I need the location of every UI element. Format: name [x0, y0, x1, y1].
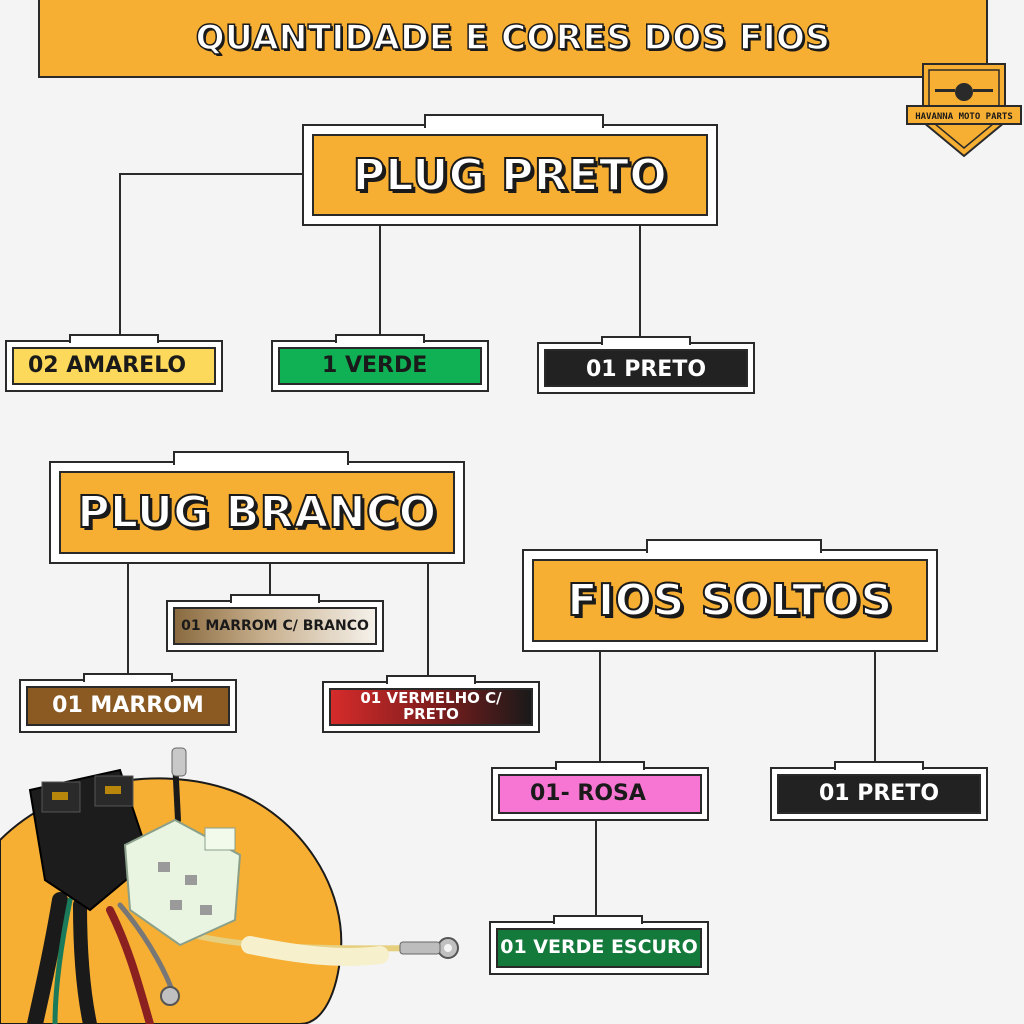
wire-marrom-branco: 01 MARROM C/ BRANCO: [166, 594, 384, 652]
wiring-harness-image: [0, 747, 459, 1024]
wire-marrom-branco-label: 01 MARROM C/ BRANCO: [181, 617, 369, 634]
wire-preto-2-label: 01 PRETO: [818, 781, 940, 807]
wire-amarelo: 02 AMARELO: [5, 334, 223, 392]
page-title: QUANTIDADE E CORES DOS FIOS: [195, 17, 831, 59]
plug-branco-header: PLUG BRANCO: [49, 451, 465, 564]
logo-text: HAVANNA MOTO PARTS: [915, 112, 1013, 122]
havanna-logo: HAVANNA MOTO PARTS: [906, 63, 1022, 158]
wire-marrom-label: 01 MARROM: [52, 693, 204, 719]
wire-amarelo-label: 02 AMARELO: [28, 353, 187, 379]
wire-vermelho-preto-label: 01 VERMELHO C/ PRETO: [360, 689, 502, 723]
wire-rosa-label: 01- ROSA: [530, 781, 646, 807]
wire-verde-escuro-label: 01 VERDE ESCURO: [500, 936, 698, 959]
wire-marrom: 01 MARROM: [19, 673, 237, 733]
fios-soltos-label: FIOS SOLTOS: [566, 574, 893, 627]
plug-preto-header: PLUG PRETO: [302, 114, 718, 226]
wire-preto-2: 01 PRETO: [770, 761, 988, 821]
wire-vermelho-preto: 01 VERMELHO C/ PRETO: [322, 675, 540, 733]
fios-soltos-header: FIOS SOLTOS: [522, 539, 938, 652]
wire-preto-1-label: 01 PRETO: [585, 357, 707, 383]
wire-verde-label: 1 VERDE: [322, 353, 428, 379]
wire-preto-1: 01 PRETO: [537, 336, 755, 394]
wire-rosa: 01- ROSA: [491, 761, 709, 821]
plug-branco-label: PLUG BRANCO: [76, 486, 437, 539]
wire-verde: 1 VERDE: [271, 334, 489, 392]
plug-preto-label: PLUG PRETO: [352, 149, 668, 202]
wire-verde-escuro: 01 VERDE ESCURO: [489, 915, 709, 975]
title-banner: QUANTIDADE E CORES DOS FIOS: [38, 0, 988, 78]
